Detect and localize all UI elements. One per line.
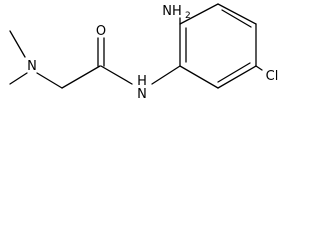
bond-methyl-left bbox=[9, 72, 28, 85]
ring-bond-6 bbox=[179, 65, 219, 89]
chemical-structure: N O H N NH 2 Cl bbox=[9, 3, 278, 102]
atom-chlorine: Cl bbox=[266, 69, 279, 84]
ring-inner-2 bbox=[221, 9, 252, 28]
bond-n-ch2 bbox=[36, 72, 63, 89]
bonds bbox=[9, 3, 263, 89]
bond-ring-cl bbox=[255, 65, 263, 71]
bond-methyl-top bbox=[9, 30, 26, 58]
atom-labels: N O H N NH 2 Cl bbox=[27, 4, 278, 102]
atom-amino-n: NH bbox=[162, 4, 182, 19]
atom-carbonyl-o: O bbox=[96, 24, 106, 39]
bond-ch2-carbonyl bbox=[61, 65, 101, 89]
atom-dimethylamine-n: N bbox=[27, 59, 37, 74]
atom-amide-n: N bbox=[137, 87, 147, 102]
ring-bond-2 bbox=[179, 3, 219, 25]
ring-bond-3 bbox=[217, 3, 257, 25]
ring-bond-5 bbox=[217, 65, 257, 89]
bond-amide-n-ring bbox=[151, 65, 181, 85]
ring-inner-3 bbox=[217, 62, 251, 83]
bond-carbonyl-amide-n bbox=[100, 65, 133, 85]
atom-amide-h: H bbox=[137, 74, 147, 89]
atom-amino-subscript: 2 bbox=[185, 11, 191, 21]
